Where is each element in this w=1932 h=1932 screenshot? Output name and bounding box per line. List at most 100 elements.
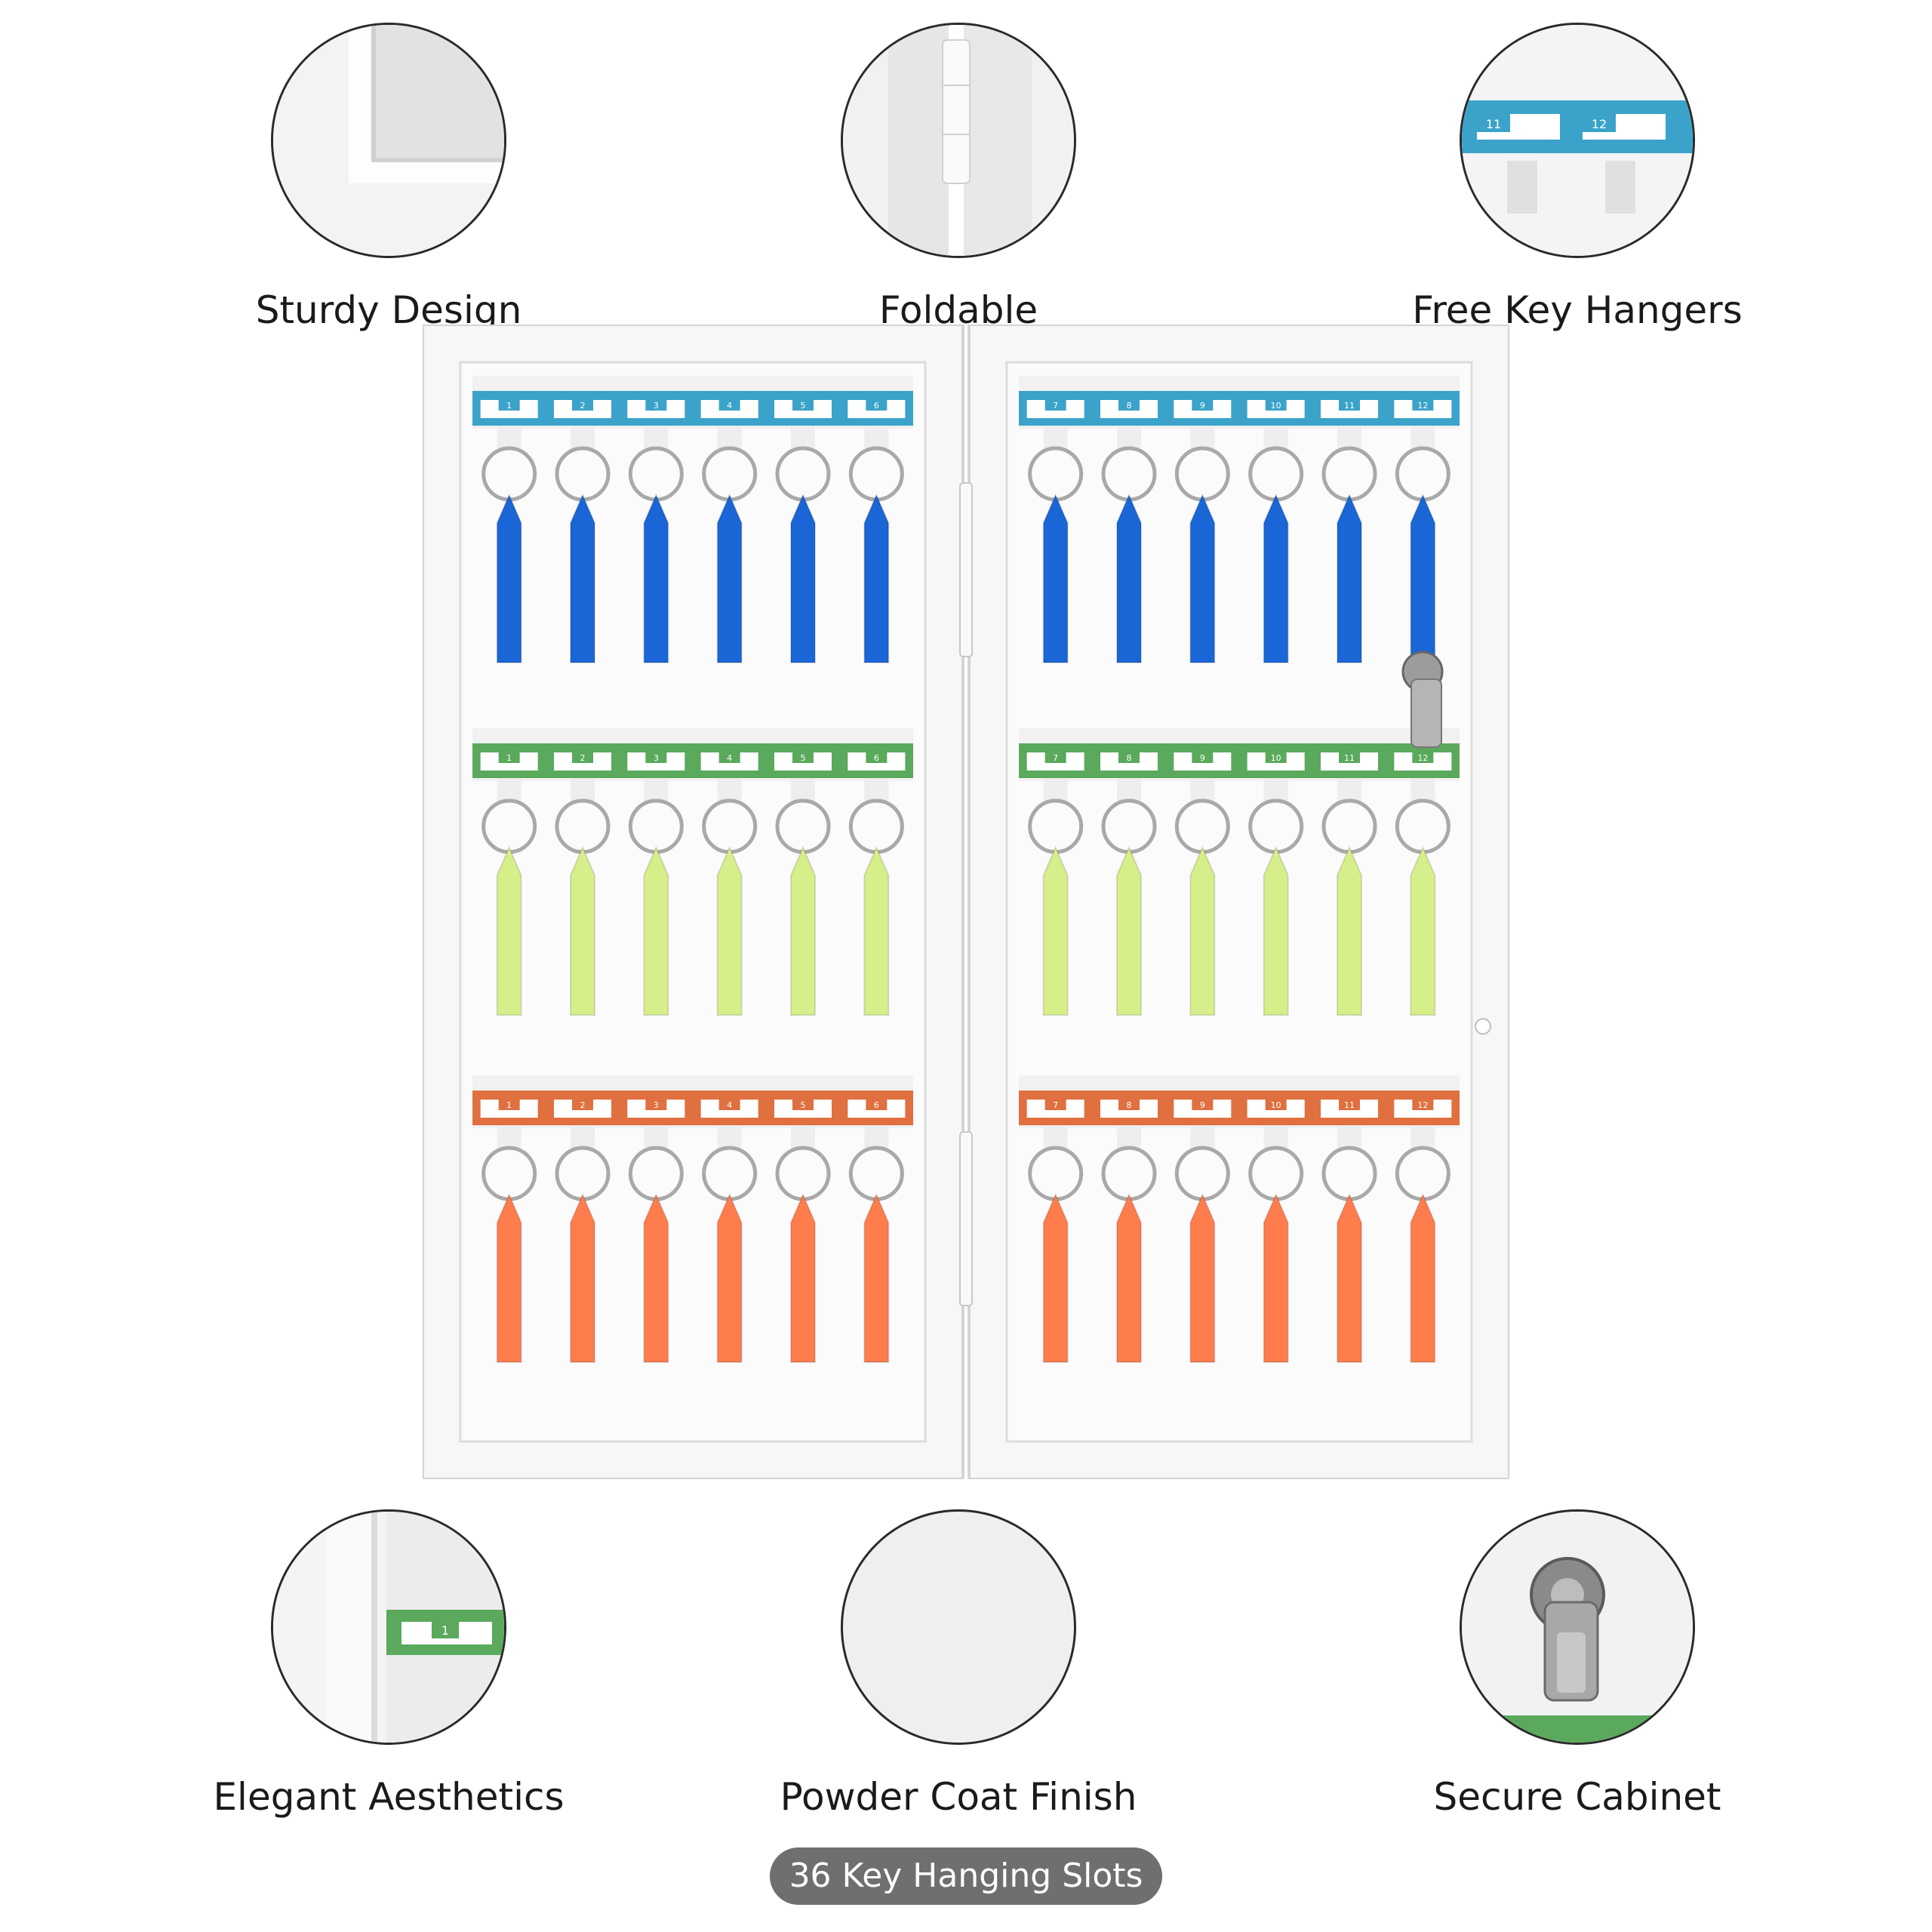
blue-key-tag — [716, 493, 743, 663]
green-key-tag — [570, 845, 595, 1016]
hook — [1117, 1125, 1141, 1148]
hook — [1337, 1125, 1361, 1148]
slot-number: 8 — [1127, 1100, 1132, 1110]
orange-key-tag — [496, 1192, 522, 1363]
hook — [571, 426, 595, 448]
hook — [864, 778, 889, 801]
hook — [571, 1125, 595, 1148]
green-key-tag — [1337, 845, 1362, 1016]
hook — [497, 1125, 521, 1148]
slot-number-tab — [1192, 398, 1214, 411]
slot-number: 9 — [1200, 753, 1205, 763]
slot-number-tab — [1118, 1098, 1140, 1110]
slot-number-tab — [645, 398, 667, 411]
hook — [644, 778, 669, 801]
feature-secure-cabinet: Secure Cabinet — [1366, 1509, 1789, 1819]
orange-key-tag — [570, 1192, 595, 1363]
slot-number: 6 — [874, 401, 879, 411]
hook — [717, 1125, 742, 1148]
blue-key-tag — [1410, 493, 1436, 663]
slot-number: 6 — [874, 753, 879, 763]
hook — [1337, 426, 1361, 448]
hook — [497, 426, 521, 448]
hook — [791, 1125, 815, 1148]
blue-key-tag — [1042, 493, 1069, 663]
blue-number-strip — [1019, 391, 1460, 426]
slot-number-tab — [645, 751, 667, 763]
slot-number-tab — [1339, 1098, 1360, 1110]
hook — [1117, 778, 1141, 801]
hook — [1043, 1125, 1068, 1148]
slot-number: 6 — [874, 1100, 879, 1110]
feature-foldable: Foldable — [747, 23, 1170, 332]
slot-number: 8 — [1127, 401, 1132, 411]
green-number-strip — [472, 743, 913, 778]
lock-cam — [1411, 678, 1442, 748]
hinge-photo — [841, 23, 1076, 258]
slot-number-tab — [1265, 398, 1287, 411]
blue-key-tag — [790, 493, 816, 663]
hanger-number-12: 12 — [1592, 117, 1607, 131]
feature-powder-coat-finish: Powder Coat Finish — [747, 1509, 1170, 1819]
slot-number-tab — [1412, 1098, 1434, 1110]
blue-key-tag — [863, 493, 890, 663]
slot-number-tab — [1118, 751, 1140, 763]
orange-number-strip — [1019, 1091, 1460, 1125]
hook — [571, 778, 595, 801]
slot-number: 1 — [506, 401, 512, 411]
slot-number: 11 — [1344, 401, 1355, 411]
slot-number-tab — [718, 751, 740, 763]
slot-number: 12 — [1417, 401, 1428, 411]
slot-number: 11 — [1344, 753, 1355, 763]
slot-number-tab — [866, 398, 888, 411]
slot-number: 2 — [580, 753, 586, 763]
slot-number: 5 — [801, 401, 806, 411]
orange-key-tag — [1116, 1192, 1142, 1363]
hook — [1263, 426, 1288, 448]
slot-number-tab — [1265, 1098, 1287, 1110]
slot-number-tab — [1192, 751, 1214, 763]
blue-key-tag — [643, 493, 669, 663]
slot-number: 10 — [1271, 401, 1281, 411]
slot-number-tab — [572, 398, 593, 411]
slot-number: 12 — [1417, 1100, 1428, 1110]
orange-key-tag — [716, 1192, 743, 1363]
key-hangers-photo: 11 12 — [1460, 23, 1695, 258]
feature-elegant-aesthetics: 1 Elegant Aesthetics — [177, 1509, 600, 1819]
slot-number-tab — [1044, 398, 1066, 411]
orange-key-tag — [790, 1192, 816, 1363]
slot-number: 9 — [1200, 1100, 1205, 1110]
hook — [1043, 426, 1068, 448]
slot-number-tab — [792, 1098, 814, 1110]
door-magnet — [1475, 1018, 1491, 1035]
slot-number: 3 — [654, 753, 659, 763]
secure-cabinet-label: Secure Cabinet — [1433, 1775, 1721, 1819]
hook — [717, 778, 742, 801]
green-key-tag — [790, 845, 816, 1016]
slot-number: 5 — [801, 753, 806, 763]
blue-key-tag — [1116, 493, 1142, 663]
slot-number: 7 — [1053, 753, 1058, 763]
slot-number: 3 — [654, 1100, 659, 1110]
slot-number-tab — [792, 751, 814, 763]
blue-key-tag — [1189, 493, 1216, 663]
hook — [1263, 1125, 1288, 1148]
green-key-tag — [1189, 845, 1216, 1016]
hook — [1190, 426, 1215, 448]
slot-number-tab — [1412, 398, 1434, 411]
cam-lock — [1401, 651, 1444, 748]
upper-hinge — [959, 482, 973, 657]
slot-number: 3 — [654, 401, 659, 411]
hook — [497, 778, 521, 801]
slot-number: 4 — [727, 401, 732, 411]
hook — [1043, 778, 1068, 801]
blue-key-tag — [1337, 493, 1362, 663]
slot-number-tab — [645, 1098, 667, 1110]
slot-number-tab — [572, 751, 593, 763]
hook — [644, 1125, 669, 1148]
hook — [1411, 426, 1435, 448]
slot-number-tab — [1339, 751, 1360, 763]
orange-key-tag — [643, 1192, 669, 1363]
elegant-aesthetics-photo: 1 — [271, 1509, 506, 1745]
